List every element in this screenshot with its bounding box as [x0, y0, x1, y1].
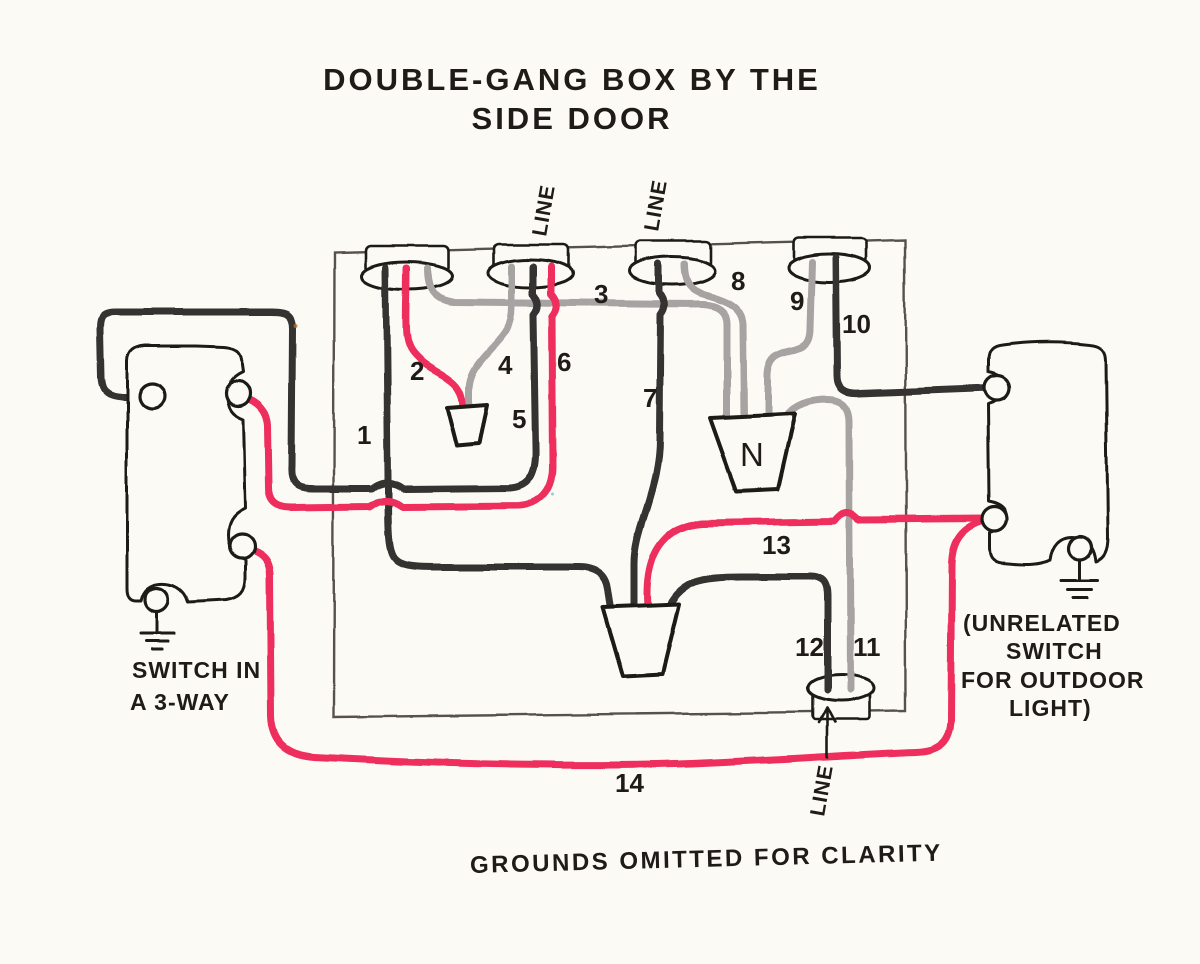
wire-5 — [96, 262, 542, 493]
line-arrow-icon — [817, 706, 837, 759]
wire-4 — [465, 262, 516, 414]
junction-box-outline — [331, 237, 908, 719]
wire-12 — [662, 573, 831, 694]
wire-8 — [680, 260, 748, 422]
wire-nut-left — [445, 402, 489, 448]
left-switch-screw-top-left — [137, 381, 167, 411]
wire-14 — [242, 516, 990, 769]
wire-number-9: 9 — [790, 286, 804, 316]
wire-2 — [402, 264, 467, 416]
cable-clamp-4 — [786, 236, 872, 284]
ground-symbol-right — [1060, 558, 1100, 600]
right-switch-label-line1: (UNRELATED — [963, 610, 1121, 636]
paper-speck — [294, 323, 298, 327]
wire-number-1: 1 — [357, 420, 371, 450]
neutral-nut-label: N — [740, 436, 764, 473]
right-switch-body — [986, 340, 1110, 566]
left-switch-label-line1: SWITCH IN — [132, 657, 261, 683]
right-switch-screw-ground — [1066, 534, 1094, 562]
left-switch-screw-mid-right — [227, 531, 257, 561]
wire-number-8: 8 — [731, 266, 745, 296]
wire-number-2: 2 — [410, 356, 424, 386]
right-switch-screw-bottom — [980, 504, 1010, 534]
wire-7 — [630, 260, 668, 610]
label-line-top-mid: LINE — [640, 178, 672, 233]
wire-number-6: 6 — [557, 347, 571, 377]
wire-13 — [644, 509, 992, 610]
wire-number-14: 14 — [615, 768, 644, 798]
wire-6 — [238, 262, 560, 512]
wire-3 — [424, 264, 731, 424]
ground-symbol-left — [138, 610, 176, 651]
wire-number-3: 3 — [594, 279, 608, 309]
diagram-title-line1: DOUBLE-GANG BOX BY THE — [323, 62, 821, 97]
wire-number-12: 12 — [795, 632, 824, 662]
left-switch-screw-top-right — [223, 378, 253, 408]
left-switch-screw-ground — [143, 586, 171, 614]
wire-number-5: 5 — [512, 404, 526, 434]
wire-number-4: 4 — [498, 350, 513, 380]
label-line-bottom: LINE — [806, 763, 838, 818]
wire-9 — [764, 258, 816, 422]
label-line-top-left: LINE — [528, 183, 560, 238]
wire-1 — [382, 264, 615, 612]
paper-speck — [551, 492, 555, 496]
wire-number-13: 13 — [762, 530, 791, 560]
right-switch-label-line4: LIGHT) — [1009, 695, 1092, 721]
right-switch-label-line2: SWITCH — [1006, 638, 1103, 664]
cable-clamp-3 — [628, 239, 716, 287]
wire-number-11: 11 — [853, 632, 881, 662]
wire-number-10: 10 — [842, 309, 871, 339]
right-switch-screw-top — [982, 373, 1012, 403]
wire-nut-bottom — [601, 602, 681, 678]
cable-clamp-bottom — [806, 673, 876, 722]
diagram-title-line2: SIDE DOOR — [472, 101, 673, 136]
wire-nut-neutral — [709, 412, 797, 493]
footnote: GROUNDS OMITTED FOR CLARITY — [470, 840, 943, 879]
left-switch-label-line2: A 3-WAY — [130, 689, 230, 715]
wire-11 — [782, 396, 854, 694]
right-switch-label-line3: FOR OUTDOOR — [961, 667, 1145, 693]
wire-number-7: 7 — [643, 383, 657, 413]
wire-10 — [832, 254, 994, 397]
